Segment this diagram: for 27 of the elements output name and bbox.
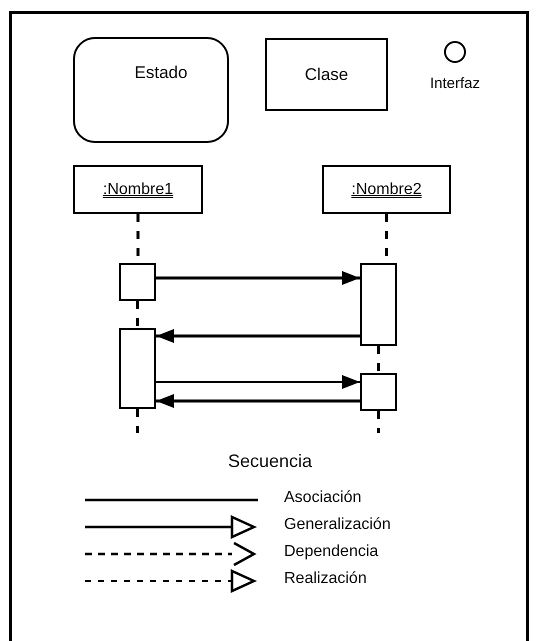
interface-label: Interfaz — [430, 75, 480, 92]
activation-bar — [360, 263, 397, 346]
legend-label: Generalización — [284, 516, 391, 534]
lifeline — [377, 346, 380, 373]
interface-circle — [444, 41, 466, 63]
activation-bar — [360, 373, 397, 411]
legend-label: Asociación — [284, 489, 362, 507]
legend-label: Realización — [284, 570, 367, 588]
class-box — [265, 38, 388, 111]
lifeline — [136, 301, 139, 328]
message-arrow — [156, 375, 360, 389]
lifeline — [377, 411, 380, 433]
message-arrow — [156, 271, 360, 285]
object-box — [73, 165, 203, 214]
object-box — [322, 165, 451, 214]
node-label: Estado — [134, 63, 188, 83]
legend-label: Dependencia — [284, 543, 378, 561]
node-label: Clase — [304, 64, 348, 84]
activation-bar — [119, 328, 156, 409]
activation-bar — [119, 263, 156, 301]
state-box — [73, 37, 229, 143]
lifeline — [136, 409, 139, 433]
object-name: :Nombre2 — [351, 180, 422, 198]
object-name: :Nombre1 — [102, 180, 174, 198]
message-arrow — [156, 394, 360, 408]
diagram-caption: Secuencia — [228, 451, 312, 472]
message-arrow — [156, 329, 360, 343]
